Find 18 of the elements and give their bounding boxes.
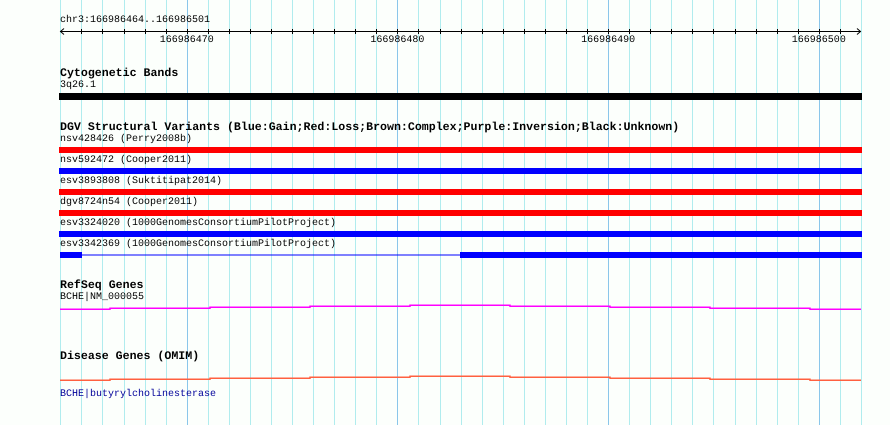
gene-label: BCHE|NM_000055 bbox=[60, 292, 144, 304]
tick-label: 166986470 bbox=[160, 35, 214, 47]
band-label: 3q26.1 bbox=[60, 80, 96, 92]
track-title: Disease Genes (OMIM) bbox=[60, 350, 200, 364]
track-title: DGV Structural Variants (Blue:Gain;Red:Loss;Brown:Complex;Purple:Inversion;Black:Unknown) bbox=[60, 121, 680, 134]
variant-label: esv3342369 (1000GenomesConsortiumPilotProject) bbox=[60, 239, 336, 251]
disease-gene-label: BCHE|butyrylcholinesterase bbox=[60, 389, 216, 401]
tick-label: 166986490 bbox=[581, 35, 636, 47]
track-title: RefSeq Genes bbox=[60, 279, 144, 292]
track-title: Cytogenetic Bands bbox=[60, 67, 178, 80]
variant-label: nsv592472 (Cooper2011) bbox=[60, 155, 192, 167]
tick-label: 166986480 bbox=[370, 35, 424, 47]
variant-label: dgv8724n54 (Cooper2011) bbox=[60, 197, 198, 209]
position-range-label: chr3:166986464..166986501 bbox=[60, 15, 210, 27]
variant-label: esv3893808 (Suktitipat2014) bbox=[60, 176, 222, 188]
tick-label: 166986500 bbox=[792, 35, 846, 47]
variant-label: esv3324020 (1000GenomesConsortiumPilotProject) bbox=[60, 218, 336, 230]
variant-label: nsv428426 (Perry2008b) bbox=[60, 134, 192, 146]
